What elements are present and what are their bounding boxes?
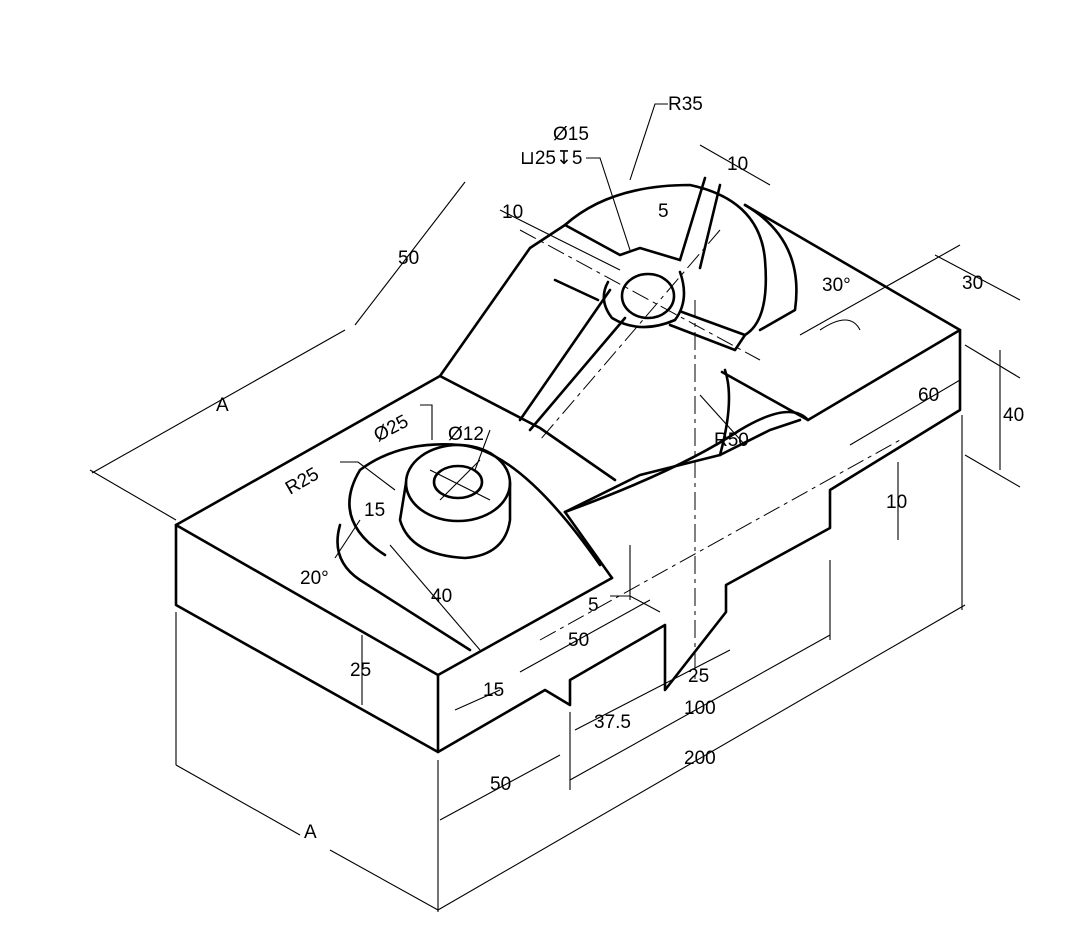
- label-angle-30: 30°: [822, 275, 851, 296]
- dimension-labels: R35 Ø15 ⊔25↧5 10 10 5 50 30° 30 60 40 R5…: [216, 94, 1024, 843]
- label-slot-width-right: 10: [727, 154, 748, 175]
- label-len-60: 60: [918, 385, 939, 406]
- label-offset-5: 5: [588, 595, 599, 616]
- label-r25: R25: [282, 464, 323, 500]
- label-step-10: 10: [886, 492, 907, 513]
- label-boss-15: 15: [364, 500, 385, 521]
- label-slot-25: 25: [688, 666, 709, 687]
- label-hole-dia: Ø15: [553, 124, 589, 145]
- label-slot-depth: 5: [658, 201, 669, 222]
- label-len-50-bottom: 50: [490, 774, 511, 795]
- label-total-200: 200: [684, 748, 716, 769]
- centerlines: [429, 229, 901, 680]
- label-boss-dia: Ø25: [370, 411, 412, 446]
- label-r35: R35: [668, 94, 703, 115]
- label-len-15: 15: [483, 680, 504, 701]
- label-len-40: 40: [431, 586, 452, 607]
- label-hole-dia-small: Ø12: [448, 424, 484, 445]
- label-r50: R50: [714, 430, 749, 451]
- label-width-30: 30: [962, 273, 983, 294]
- label-len-37-5: 37.5: [594, 712, 631, 733]
- label-counterbore: ⊔25↧5: [520, 148, 582, 169]
- label-section-bottom: A: [304, 822, 317, 843]
- label-len-100: 100: [684, 698, 716, 719]
- label-len-50-mid: 50: [568, 630, 589, 651]
- dimension-lines: [89, 103, 1021, 912]
- label-depth-50: 50: [398, 248, 419, 269]
- object-outline: [174, 176, 962, 754]
- label-section-top: A: [216, 395, 229, 416]
- label-angle-20: 20°: [300, 568, 329, 589]
- label-height-25: 25: [350, 660, 371, 681]
- label-height-40: 40: [1003, 405, 1024, 426]
- label-slot-width-left: 10: [502, 202, 523, 223]
